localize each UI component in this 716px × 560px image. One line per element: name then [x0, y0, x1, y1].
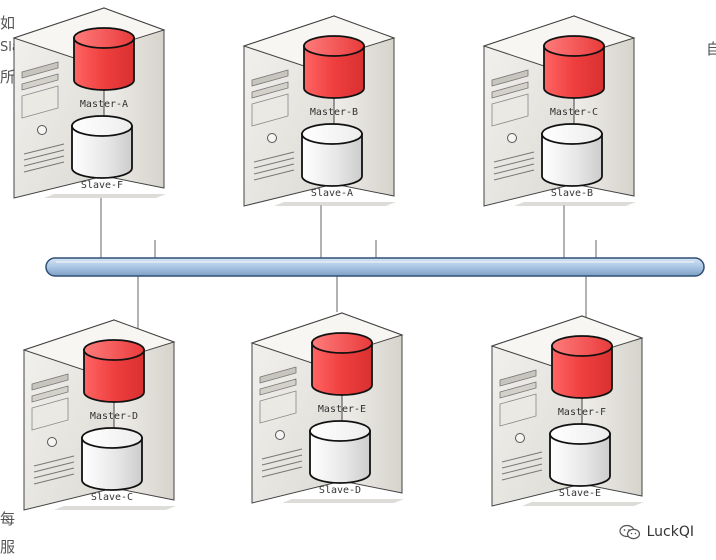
slave-db-icon	[541, 123, 603, 187]
connector-lines	[100, 198, 597, 338]
master-db-icon	[311, 332, 373, 396]
drive-bay	[251, 93, 289, 127]
drive-bay-slot	[499, 381, 537, 399]
drive-bay-slot	[251, 81, 289, 99]
slave-db-icon	[301, 123, 363, 187]
master-db-icon	[551, 335, 613, 399]
power-button-icon	[515, 433, 525, 443]
slave-db-label: Slave-E	[559, 488, 601, 499]
drive-bay-slot	[499, 369, 537, 387]
watermark-text: LuckQI	[646, 524, 694, 540]
background-text: 所	[0, 68, 16, 86]
slave-db-label: Slave-A	[311, 188, 353, 199]
vent-line	[493, 169, 535, 181]
vent-line	[261, 460, 303, 472]
master-db-label: Master-C	[550, 107, 598, 118]
master-db-icon	[543, 35, 605, 99]
vent-line	[493, 163, 535, 175]
vent-line	[261, 454, 303, 466]
vent-line	[261, 448, 303, 460]
server-tower: Master-E Slave-D	[250, 312, 404, 504]
server-tower: Master-C Slave-B	[482, 15, 636, 207]
vent-line	[253, 157, 295, 169]
master-db-label: Master-E	[318, 404, 366, 415]
background-text: 每	[0, 510, 16, 528]
power-button-icon	[37, 125, 47, 135]
vent-line	[33, 467, 75, 479]
vent-line	[253, 151, 295, 163]
wechat-icon	[619, 524, 640, 540]
vent-line	[493, 151, 535, 163]
master-db-label: Master-F	[558, 407, 606, 418]
drive-bay-slot	[259, 366, 297, 384]
vent-line	[261, 466, 303, 478]
server-tower: Master-B Slave-A	[242, 15, 396, 207]
master-db-label: Master-D	[90, 411, 138, 422]
watermark: LuckQI	[619, 524, 694, 540]
vent-line	[23, 155, 65, 167]
slave-db-icon	[309, 420, 371, 484]
drive-bay	[31, 397, 69, 431]
server-shadow	[514, 202, 636, 206]
server-tower: Master-A Slave-F	[12, 7, 166, 199]
drive-bay-slot	[491, 81, 529, 99]
server-tower: Master-F Slave-E	[490, 315, 644, 507]
server-shadow	[522, 502, 644, 506]
drive-bay-slot	[259, 378, 297, 396]
slave-db-icon	[81, 427, 143, 491]
slave-db-label: Slave-C	[91, 492, 133, 503]
power-button-icon	[267, 133, 277, 143]
drive-bay	[259, 390, 297, 424]
server-tower: Master-D Slave-C	[22, 319, 176, 511]
master-db-icon	[83, 339, 145, 403]
drive-bay-slot	[21, 61, 59, 79]
background-text: 自	[706, 40, 716, 58]
vent-line	[33, 461, 75, 473]
server-shadow	[282, 499, 404, 503]
vent-line	[493, 157, 535, 169]
vent-line	[501, 469, 543, 481]
master-db-label: Master-A	[80, 99, 128, 110]
server-shadow	[54, 506, 176, 510]
background-text: 服	[0, 538, 16, 556]
drive-bay-slot	[21, 73, 59, 91]
vent-line	[501, 457, 543, 469]
drive-bay	[21, 85, 59, 119]
slave-db-label: Slave-D	[319, 485, 361, 496]
drive-bay-slot	[491, 69, 529, 87]
server-shadow	[274, 202, 396, 206]
vent-line	[33, 455, 75, 467]
vent-line	[33, 473, 75, 485]
vent-line	[253, 163, 295, 175]
slave-db-icon	[71, 115, 133, 179]
drive-bay-slot	[31, 373, 69, 391]
master-db-icon	[303, 35, 365, 99]
vent-line	[23, 149, 65, 161]
slave-db-icon	[549, 423, 611, 487]
drive-bay	[499, 393, 537, 427]
drive-bay-slot	[251, 69, 289, 87]
master-db-icon	[73, 27, 135, 91]
master-db-label: Master-B	[310, 107, 358, 118]
network-bus	[45, 257, 705, 277]
power-button-icon	[507, 133, 517, 143]
slave-db-label: Slave-F	[81, 180, 123, 191]
vent-line	[253, 169, 295, 181]
vent-line	[501, 463, 543, 475]
server-shadow	[44, 194, 166, 198]
drive-bay-slot	[31, 385, 69, 403]
drive-bay	[491, 93, 529, 127]
power-button-icon	[47, 437, 57, 447]
vent-line	[23, 161, 65, 173]
slave-db-label: Slave-B	[551, 188, 593, 199]
vent-line	[23, 143, 65, 155]
power-button-icon	[275, 430, 285, 440]
vent-line	[501, 451, 543, 463]
background-text: 如	[0, 14, 16, 32]
